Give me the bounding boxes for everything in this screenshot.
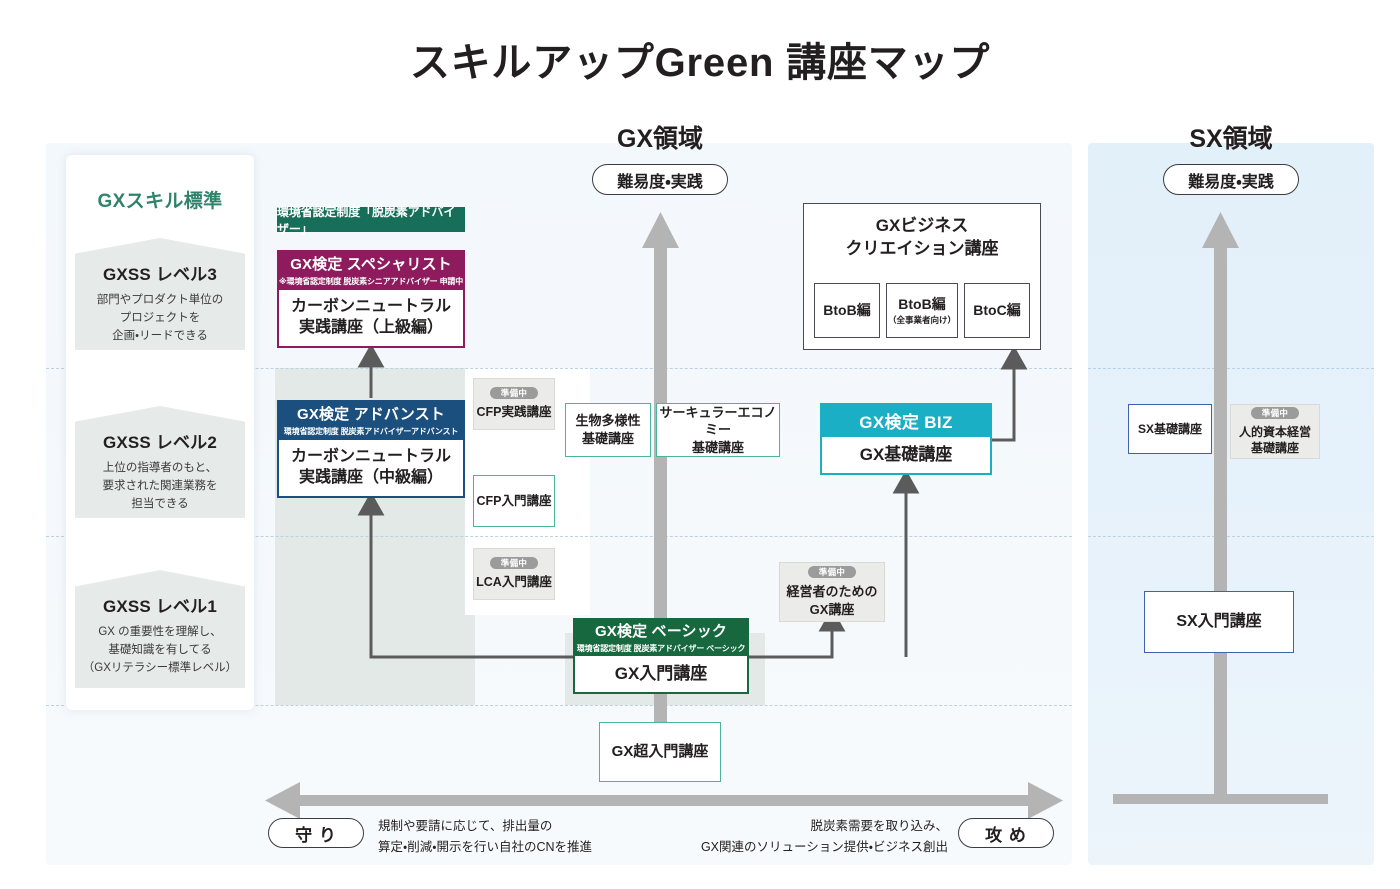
- lca-intro-prep-badge: 準備中: [489, 556, 539, 570]
- edition-btob-all-note: （全事業者向け）: [887, 315, 956, 326]
- gx-specialist-course[interactable]: カーボンニュートラル 実践講座（上級編）: [279, 290, 463, 346]
- gxss-level-2: GXSS レベル2 上位の指導者のもと、 要求された関連業務を 担当できる: [75, 406, 245, 518]
- circular-economy-label: サーキュラーエコノミー 基礎講座: [659, 404, 777, 455]
- gx-specialist-title: GX検定 スペシャリスト: [290, 256, 452, 273]
- business-creation-title: GXビジネス クリエイション講座: [845, 216, 999, 258]
- human-capital-prep-badge: 準備中: [1250, 406, 1300, 420]
- cfp-intro-label: CFP入門講座: [476, 493, 552, 508]
- gx-basic-course[interactable]: GX入門講座: [575, 656, 747, 692]
- gxss-level-1: GXSS レベル1 GX の重要性を理解し、 基礎知識を有してる （GXリテラシ…: [75, 570, 245, 688]
- business-creation-edition-btob[interactable]: BtoB編: [814, 283, 880, 338]
- level-divider-sx-2: [1088, 368, 1374, 369]
- circular-economy-course-box[interactable]: サーキュラーエコノミー 基礎講座: [656, 403, 780, 457]
- gx-biz-course[interactable]: GX基礎講座: [822, 437, 990, 473]
- gx-area-heading: GX領域: [616, 125, 704, 153]
- sx-area-heading: SX領域: [1189, 125, 1273, 153]
- gx-skill-standard-title: GXスキル標準: [97, 191, 223, 212]
- gx-difficulty-pill: 難易度・実践: [592, 164, 728, 195]
- page-title: スキルアップGreen 講座マップ: [409, 41, 991, 85]
- cfp-practice-course-box[interactable]: 準備中 CFP実践講座: [473, 378, 555, 430]
- edition-btob-all-label: BtoB編: [898, 295, 946, 312]
- sx-basic-label: SX基礎講座: [1137, 421, 1202, 436]
- biodiversity-course-box[interactable]: 生物多様性 基礎講座: [565, 403, 651, 457]
- moe-certification-ribbon: 環境省認定制度「脱炭素アドバイザー」: [277, 205, 465, 236]
- gx-super-intro-label: GX超入門講座: [611, 742, 709, 760]
- gxss-level-3-desc: 部門やプロダクト単位の プロジェクトを 企画・リードできる: [96, 294, 224, 342]
- gx-basic-subtitle: 環境省認定制度 脱炭素アドバイザー ベーシック: [576, 644, 746, 653]
- sx-difficulty-pill: 難易度・実践: [1163, 164, 1299, 195]
- gx-super-intro-box[interactable]: GX超入門講座: [599, 722, 721, 782]
- sx-intro-label: SX入門講座: [1176, 613, 1262, 631]
- cfp-practice-label: CFP実践講座: [476, 405, 552, 420]
- gxss-level-3-label: GXSS レベル3: [103, 265, 217, 284]
- sx-area-panel: [1088, 143, 1374, 865]
- offense-pill: 攻 め: [958, 818, 1054, 848]
- gx-biz-title: GX検定 BIZ: [859, 412, 953, 432]
- executive-gx-course-box[interactable]: 準備中 経営者のための GX講座: [779, 562, 885, 622]
- lca-intro-label: LCA入門講座: [476, 575, 552, 590]
- sx-intro-course-box[interactable]: SX入門講座: [1144, 591, 1294, 653]
- human-capital-course-box[interactable]: 準備中 人的資本経営 基礎講座: [1230, 404, 1320, 459]
- gxss-level-1-desc: GX の重要性を理解し、 基礎知識を有してる （GXリテラシー標準レベル）: [82, 626, 238, 674]
- gx-specialist-header: GX検定 スペシャリスト ※環境省認定制度 脱炭素シニアアドバイザー 申請中: [277, 250, 465, 290]
- gx-advanced-course[interactable]: カーボンニュートラル 実践講座（中級編）: [279, 440, 463, 496]
- defense-description: 規制や要請に応じて、排出量の 算定・削減・開示を行い自社のCNを推進: [378, 819, 593, 855]
- cfp-intro-course-box[interactable]: CFP入門講座: [473, 475, 555, 527]
- gxss-level-3: GXSS レベル3 部門やプロダクト単位の プロジェクトを 企画・リードできる: [75, 238, 245, 350]
- gxss-level-2-desc: 上位の指導者のもと、 要求された関連業務を 担当できる: [102, 462, 218, 510]
- level-divider-gx-1: [46, 705, 1072, 706]
- human-capital-label: 人的資本経営 基礎講座: [1238, 425, 1311, 456]
- cfp-practice-prep-badge: 準備中: [489, 386, 539, 400]
- gxss-level-1-label: GXSS レベル1: [103, 597, 217, 616]
- biodiversity-label: 生物多様性 基礎講座: [575, 413, 641, 446]
- sx-basic-course-box[interactable]: SX基礎講座: [1128, 404, 1212, 454]
- business-creation-edition-btob-all[interactable]: BtoB編 （全事業者向け）: [886, 283, 958, 338]
- gx-basic-title: GX検定 ベーシック: [594, 623, 728, 640]
- business-creation-edition-btoc[interactable]: BtoC編: [964, 283, 1030, 338]
- executive-gx-prep-badge: 準備中: [807, 565, 857, 579]
- edition-btoc-label: BtoC編: [973, 302, 1021, 319]
- gx-advanced-title: GX検定 アドバンスト: [297, 406, 445, 423]
- edition-btob-label: BtoB編: [823, 302, 871, 319]
- gx-biz-header: GX検定 BIZ: [820, 403, 992, 437]
- offense-description: 脱炭素需要を取り込み、 GX関連のソリューション提供・ビジネス創出: [700, 819, 948, 855]
- level-divider-gx-3: [46, 368, 1072, 369]
- gx-advanced-subtitle: 環境省認定制度 脱炭素アドバイザーアドバンスト: [283, 427, 459, 436]
- level-divider-sx-1: [1088, 536, 1374, 537]
- gx-basic-header: GX検定 ベーシック 環境省認定制度 脱炭素アドバイザー ベーシック: [573, 618, 749, 656]
- gxss-level-2-label: GXSS レベル2: [103, 433, 217, 452]
- executive-gx-label: 経営者のための GX講座: [786, 584, 878, 617]
- gx-specialist-subtitle: ※環境省認定制度 脱炭素シニアアドバイザー 申請中: [278, 277, 464, 286]
- defense-pill: 守 り: [268, 818, 364, 848]
- lca-intro-course-box[interactable]: 準備中 LCA入門講座: [473, 548, 555, 600]
- gx-advanced-header: GX検定 アドバンスト 環境省認定制度 脱炭素アドバイザーアドバンスト: [277, 400, 465, 440]
